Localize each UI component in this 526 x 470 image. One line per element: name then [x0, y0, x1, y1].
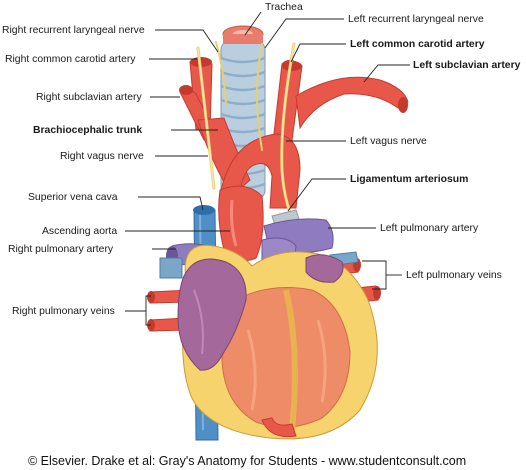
label-superior-vena-cava: Superior vena cava	[28, 192, 118, 203]
label-right-pulmonary-veins: Right pulmonary veins	[12, 306, 115, 317]
label-right-recurrent-laryngeal-nerve: Right recurrent laryngeal nerve	[2, 25, 145, 36]
labels: Trachea Right recurrent laryngeal nerve …	[2, 2, 521, 317]
right-pulmonary-veins-vessels	[147, 257, 191, 332]
label-left-recurrent-laryngeal-nerve: Left recurrent laryngeal nerve	[348, 14, 484, 25]
label-ascending-aorta: Ascending aorta	[42, 226, 117, 237]
copyright-credit: © Elsevier. Drake et al: Gray's Anatomy …	[28, 454, 466, 468]
label-right-pulmonary-artery: Right pulmonary artery	[8, 244, 114, 255]
label-brachiocephalic-trunk: Brachiocephalic trunk	[33, 125, 142, 136]
label-left-pulmonary-artery: Left pulmonary artery	[380, 223, 479, 234]
label-right-subclavian-artery: Right subclavian artery	[36, 92, 142, 103]
label-left-subclavian-artery: Left subclavian artery	[413, 60, 521, 71]
leader-lines	[125, 11, 410, 326]
aortic-arch	[179, 57, 409, 262]
label-left-common-carotid-artery: Left common carotid artery	[350, 39, 485, 50]
label-left-vagus-nerve: Left vagus nerve	[350, 136, 427, 147]
label-trachea: Trachea	[265, 2, 303, 13]
illustration	[147, 25, 409, 441]
label-ligamentum-arteriosum: Ligamentum arteriosum	[350, 174, 468, 185]
label-right-common-carotid-artery: Right common carotid artery	[5, 54, 136, 65]
heart	[177, 244, 378, 440]
label-left-pulmonary-veins: Left pulmonary veins	[406, 270, 502, 281]
label-right-vagus-nerve: Right vagus nerve	[60, 151, 144, 162]
